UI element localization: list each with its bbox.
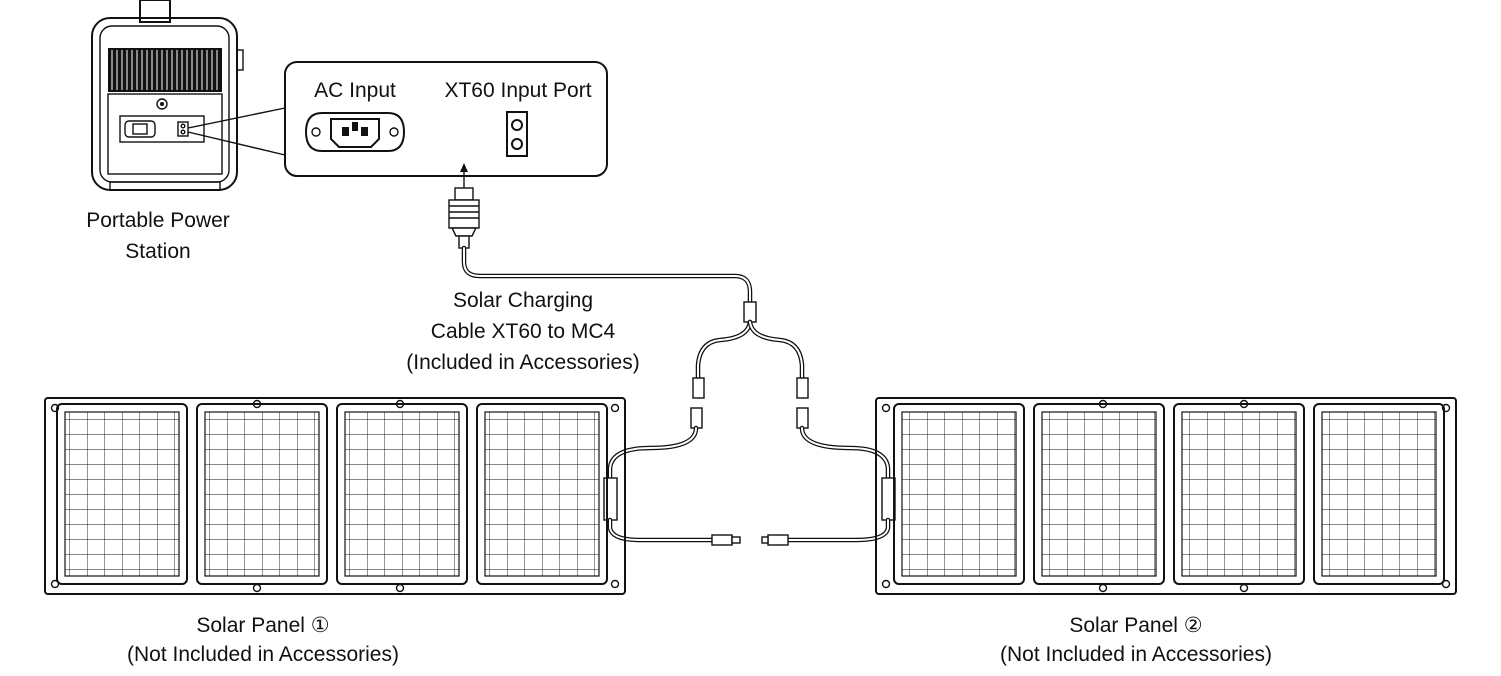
solar-charging-cable (461, 245, 809, 429)
insert-arrow-icon (460, 163, 468, 188)
power-station-label-line1: Portable Power (86, 209, 230, 232)
panel2-module-3 (1173, 403, 1305, 585)
vent-grille (108, 48, 222, 92)
panel2-module-2 (1033, 403, 1165, 585)
power-station-label-line2: Station (125, 240, 190, 263)
power-station-illustration (91, 0, 286, 191)
panel1-label-line1: Solar Panel ① (196, 614, 329, 637)
xt60-plug-icon (448, 187, 480, 249)
solar-panel-2 (875, 397, 1457, 595)
panel1-label-line2: (Not Included in Accessories) (127, 643, 399, 666)
panel2-label-line1: Solar Panel ② (1069, 614, 1202, 637)
cable-label-line2: Cable XT60 to MC4 (431, 320, 616, 343)
solar-panel-1 (44, 397, 626, 595)
xt60-input-port-label: XT60 Input Port (444, 79, 591, 102)
port-callout-box (284, 61, 608, 177)
panel1-module-1 (56, 403, 188, 585)
panel2-label-line2: (Not Included in Accessories) (1000, 643, 1272, 666)
panel1-module-3 (336, 403, 468, 585)
panel2-module-1 (893, 403, 1025, 585)
panel1-module-2 (196, 403, 328, 585)
cable-label-line1: Solar Charging (453, 289, 593, 312)
cable-label-line3: (Included in Accessories) (406, 351, 639, 374)
xt60-port-icon (506, 111, 528, 157)
ac-input-label: AC Input (314, 79, 396, 102)
panel2-module-4 (1313, 403, 1445, 585)
panel2-leads (761, 425, 896, 546)
ac-input-socket-icon (304, 112, 406, 152)
panel1-module-4 (476, 403, 608, 585)
